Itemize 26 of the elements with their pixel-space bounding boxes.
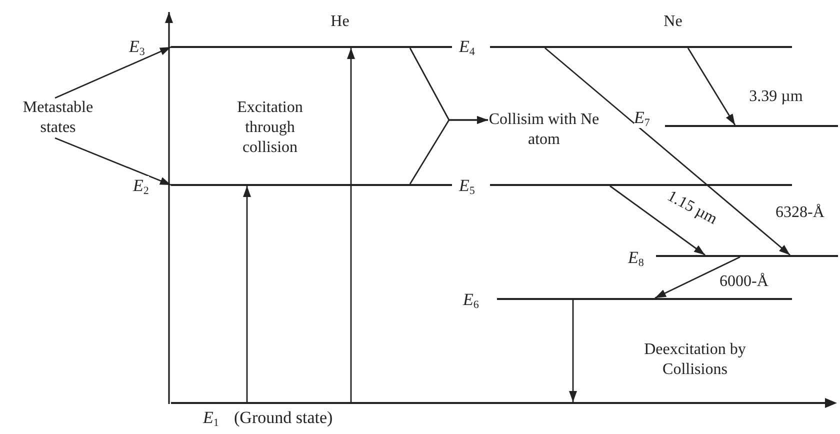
state-note: (Ground state) [234,408,333,428]
arrow [569,300,577,402]
energy-level-line [171,46,452,48]
arrow [54,137,172,186]
arrow [687,48,736,126]
edge-label: 3.39 µm [747,88,805,106]
arrow [654,256,740,299]
arrow [347,48,355,402]
column-heading: Ne [664,12,682,32]
note-text: Metastable states [6,98,110,138]
energy-level-line [665,125,838,127]
note-text: Collisim with Ne atom [488,110,600,150]
annotation-text: Excitation through collision [236,98,304,158]
energy-level-line [656,255,838,257]
energy-level-line [171,184,452,186]
energy-level-line [497,298,792,300]
arrow [54,46,172,99]
level-label: E$_{2}$ [133,176,149,196]
arrow [243,186,251,402]
column-heading: He [330,12,350,32]
energy-level-line [490,184,792,186]
arrow [544,47,790,256]
arrow [610,185,706,256]
arrow [409,116,488,184]
annotation-text: Deexcitation by Collisions [643,340,747,380]
energy-level-line [490,46,792,48]
